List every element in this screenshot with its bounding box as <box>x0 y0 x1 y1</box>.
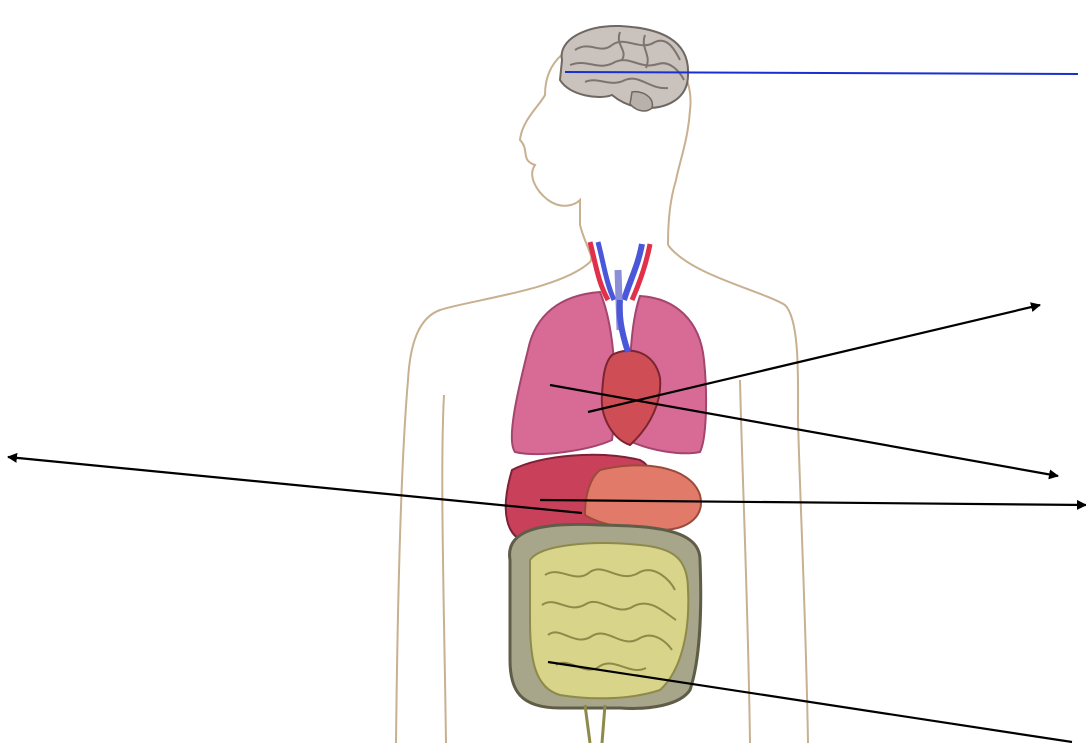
intestines <box>510 524 701 743</box>
small-intestine <box>530 543 688 698</box>
left-lung <box>512 292 615 454</box>
left-inner-arm <box>442 395 446 743</box>
rectum <box>585 705 605 743</box>
aorta <box>620 300 628 352</box>
liver-pointer <box>8 457 582 513</box>
right-inner-arm <box>740 380 750 743</box>
brain <box>560 26 688 111</box>
diagram-title <box>120 0 880 14</box>
brain-shape <box>560 26 688 108</box>
stomach <box>585 465 701 530</box>
